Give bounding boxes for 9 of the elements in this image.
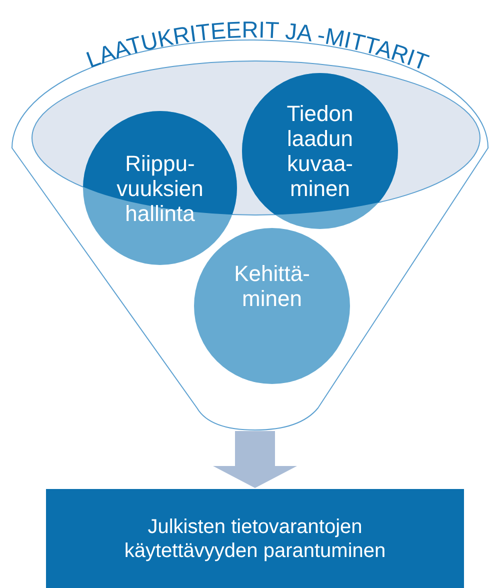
circle-label: Riippu- vuuksien hallinta	[116, 150, 204, 226]
circle-label: Tiedon laadun kuvaa- minen	[286, 101, 354, 201]
outcome-text: Julkisten tietovarantojen käytettävyyden parantuminen	[123, 514, 387, 562]
circle-label: Kehittä- minen	[233, 261, 311, 311]
down-arrow	[213, 431, 297, 488]
topic-circle	[83, 111, 237, 265]
topic-circle	[242, 73, 398, 229]
topic-circle	[194, 228, 350, 384]
outcome-box	[46, 489, 464, 588]
